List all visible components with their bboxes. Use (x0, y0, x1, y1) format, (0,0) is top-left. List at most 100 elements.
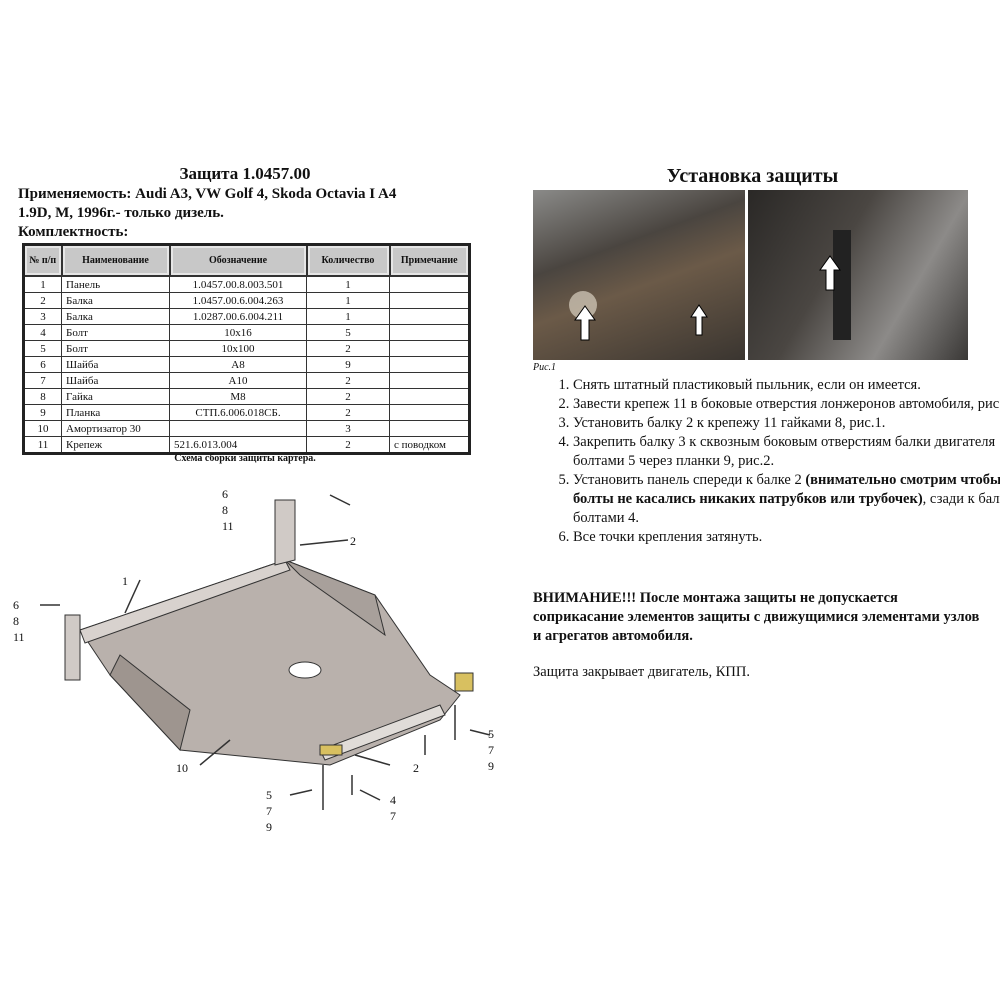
table-cell: 1.0457.00.8.003.501 (169, 275, 307, 293)
beam-shape (274, 499, 296, 566)
table-cell: 10 (23, 420, 62, 437)
table-cell: 5 (23, 340, 62, 357)
table-cell (389, 324, 470, 341)
table-cell: 1 (306, 292, 390, 309)
table-cell: Болт (61, 324, 170, 341)
arrow-icon (819, 255, 841, 291)
callout-c: 1 (122, 574, 128, 588)
table-cell: СТП.6.006.018СБ. (169, 404, 307, 421)
table-cell: 2 (23, 292, 62, 309)
step: Установить балку 2 к крепежу 11 гайками … (573, 414, 1000, 433)
table-cell: 2 (306, 436, 390, 454)
table-cell: 2 (306, 388, 390, 405)
table-cell: 8 (23, 388, 62, 405)
table-cell: 10x16 (169, 324, 307, 341)
callout-e: 10 (176, 761, 188, 775)
table-cell: 10x100 (169, 340, 307, 357)
step: Установить панель спереди к балке 2 (вни… (573, 471, 1000, 528)
install-steps: Снять штатный пластиковый пыльник, если … (533, 376, 1000, 547)
assembly-diagram (40, 494, 491, 810)
table-cell: Панель (61, 275, 170, 293)
table-cell: 5 (306, 324, 390, 341)
table-header: № п/п Наименование Обозначение Количеств… (22, 243, 471, 277)
table-cell (389, 420, 470, 437)
table-cell: 6 (23, 356, 62, 373)
panel-shape (79, 559, 461, 766)
table-cell: с поводком (389, 436, 470, 454)
table-cell: Шайба (61, 372, 170, 389)
beam-2-shape (319, 704, 446, 761)
table-cell: 1 (23, 275, 62, 293)
table-cell: 1.0457.00.6.004.263 (169, 292, 307, 309)
table-cell: 2 (306, 372, 390, 389)
table-cell: A10 (169, 372, 307, 389)
callout-f: 2 (413, 761, 419, 775)
table-cell (389, 388, 470, 405)
table-cell: 11 (23, 436, 62, 454)
table-cell (389, 372, 470, 389)
col-header: Наименование (60, 243, 171, 277)
table-cell (389, 292, 470, 309)
install-title: Установка защиты (666, 165, 839, 187)
table-cell: Балка (61, 308, 170, 325)
table-cell (389, 308, 470, 325)
col-header: № п/п (22, 243, 63, 277)
table-cell (389, 340, 470, 357)
table-cell (389, 275, 470, 293)
table-cell: Шайба (61, 356, 170, 373)
install-photo-1 (533, 190, 745, 360)
table-cell: 521.6.013.004 (169, 436, 307, 454)
table-cell (389, 404, 470, 421)
col-header: Обозначение (168, 243, 308, 277)
doc-title: Защита 1.0457.00 (179, 164, 311, 183)
table-cell: 1 (306, 308, 390, 325)
table-cell: M8 (169, 388, 307, 405)
table-cell: Амортизатор 30 (61, 420, 170, 437)
table-cell (389, 356, 470, 373)
table-cell: 3 (23, 308, 62, 325)
table-cell: Планка (61, 404, 170, 421)
figure-label: Рис.1 (533, 362, 557, 373)
col-header: Количество (305, 243, 391, 277)
coverage-note: Защита закрывает двигатель, КПП. (533, 664, 750, 680)
table-cell (169, 420, 307, 437)
step: Снять штатный пластиковый пыльник, если … (573, 376, 1000, 395)
parts-table: № п/п Наименование Обозначение Количеств… (22, 243, 471, 455)
col-header: Примечание (388, 243, 471, 277)
step: Все точки крепления затянуть. (573, 528, 1000, 547)
applicability-cont: 1.9D, M, 1996г.- только дизель. (18, 205, 224, 221)
table-cell: 9 (306, 356, 390, 373)
arrow-icon (574, 304, 708, 341)
install-photo-2 (748, 190, 968, 360)
table-cell: Балка (61, 292, 170, 309)
table-cell: Гайка (61, 388, 170, 405)
warning-text: ВНИМАНИЕ!!! После монтажа защиты не допу… (533, 590, 980, 644)
table-cell: 2 (306, 340, 390, 357)
kit-label: Комплектность: (18, 224, 129, 240)
table-cell: A8 (169, 356, 307, 373)
table-cell: 3 (306, 420, 390, 437)
step: Завести крепеж 11 в боковые отверстия ло… (573, 395, 1000, 414)
table-cell: 9 (23, 404, 62, 421)
diagram-caption: Схема сборки защиты картера. (174, 453, 316, 464)
table-cell: 2 (306, 404, 390, 421)
step: Закрепить балку 3 к сквозным боковым отв… (573, 433, 1000, 471)
table-cell: 4 (23, 324, 62, 341)
table-cell: 1.0287.00.6.004.211 (169, 308, 307, 325)
